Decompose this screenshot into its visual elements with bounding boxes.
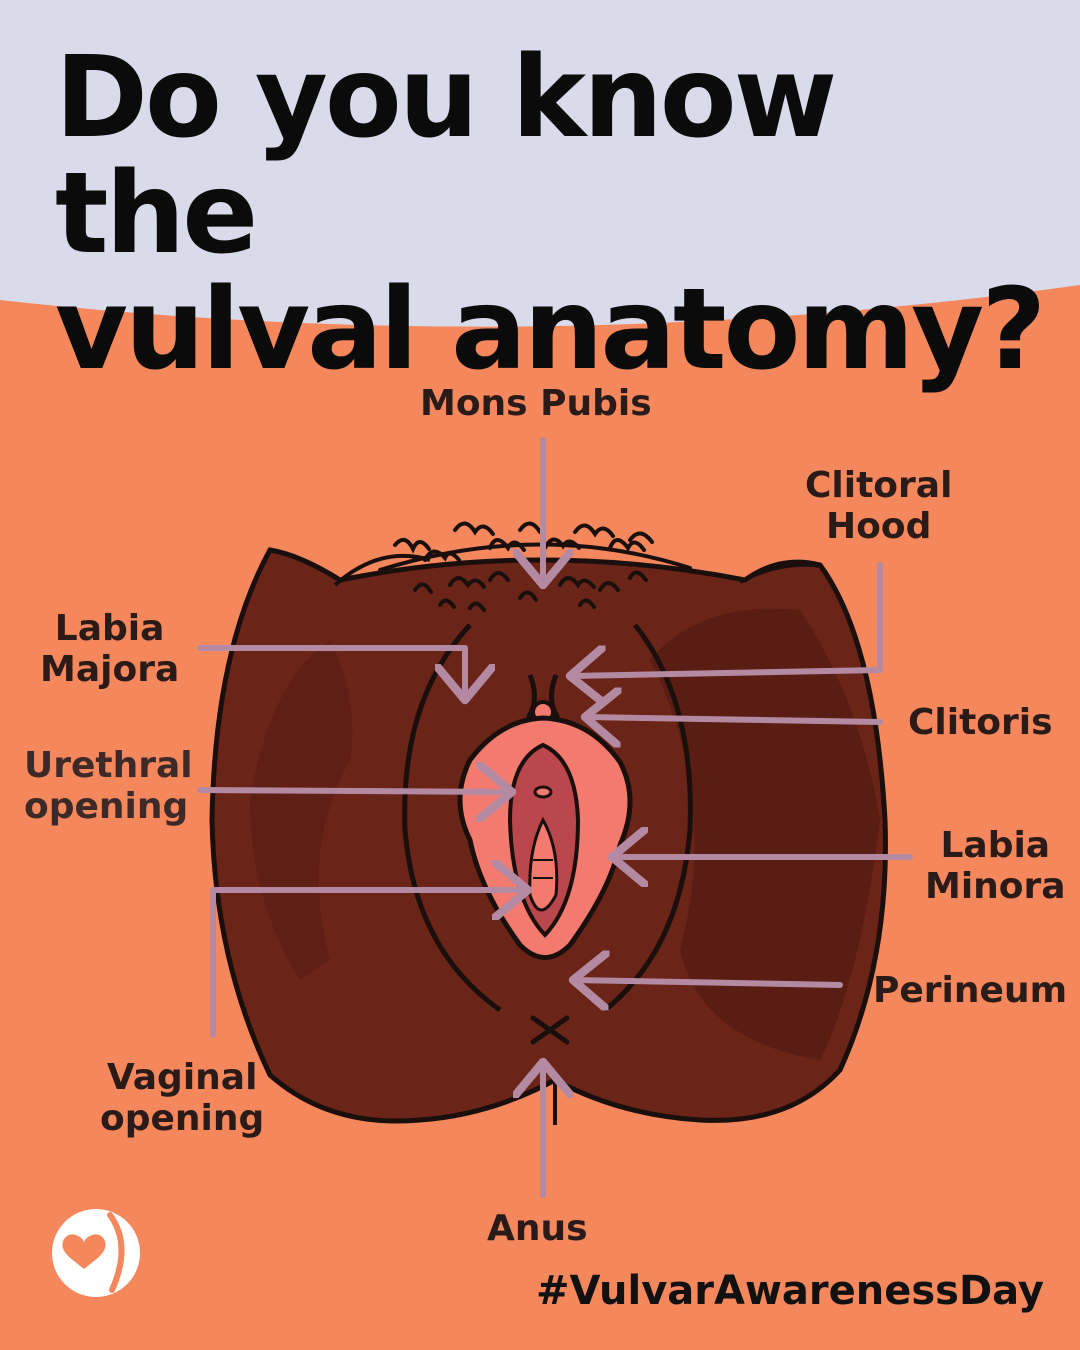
arrow-clitoral-hood bbox=[570, 562, 883, 676]
hashtag: #VulvarAwarenessDay bbox=[535, 1268, 1044, 1314]
page-title: Do you know the vulval anatomy? bbox=[55, 40, 1055, 388]
label-clitoral-hood: Clitoral Hood bbox=[805, 465, 953, 547]
title-line-1: Do you know the bbox=[55, 33, 837, 279]
label-perineum: Perineum bbox=[873, 970, 1068, 1011]
label-vaginal-opening: Vaginal opening bbox=[100, 1057, 265, 1139]
arrow-perineum bbox=[573, 980, 843, 985]
heart-figure-logo-icon bbox=[52, 1209, 140, 1297]
arrow-urethral bbox=[197, 790, 512, 792]
title-line-2: vulval anatomy? bbox=[55, 265, 1046, 395]
label-mons-pubis: Mons Pubis bbox=[420, 383, 652, 424]
arrow-clitoris bbox=[585, 717, 883, 722]
label-anus: Anus bbox=[487, 1208, 588, 1249]
label-urethral-opening: Urethral opening bbox=[24, 745, 193, 827]
arrow-labia-majora bbox=[197, 645, 465, 700]
arrow-vaginal bbox=[210, 890, 528, 1038]
pubic-hair bbox=[378, 521, 692, 612]
label-labia-minora: Labia Minora bbox=[925, 825, 1066, 907]
pointer-arrows bbox=[197, 437, 913, 1198]
label-labia-majora: Labia Majora bbox=[40, 608, 180, 690]
header-background bbox=[0, 0, 1080, 327]
label-clitoris: Clitoris bbox=[908, 702, 1053, 743]
